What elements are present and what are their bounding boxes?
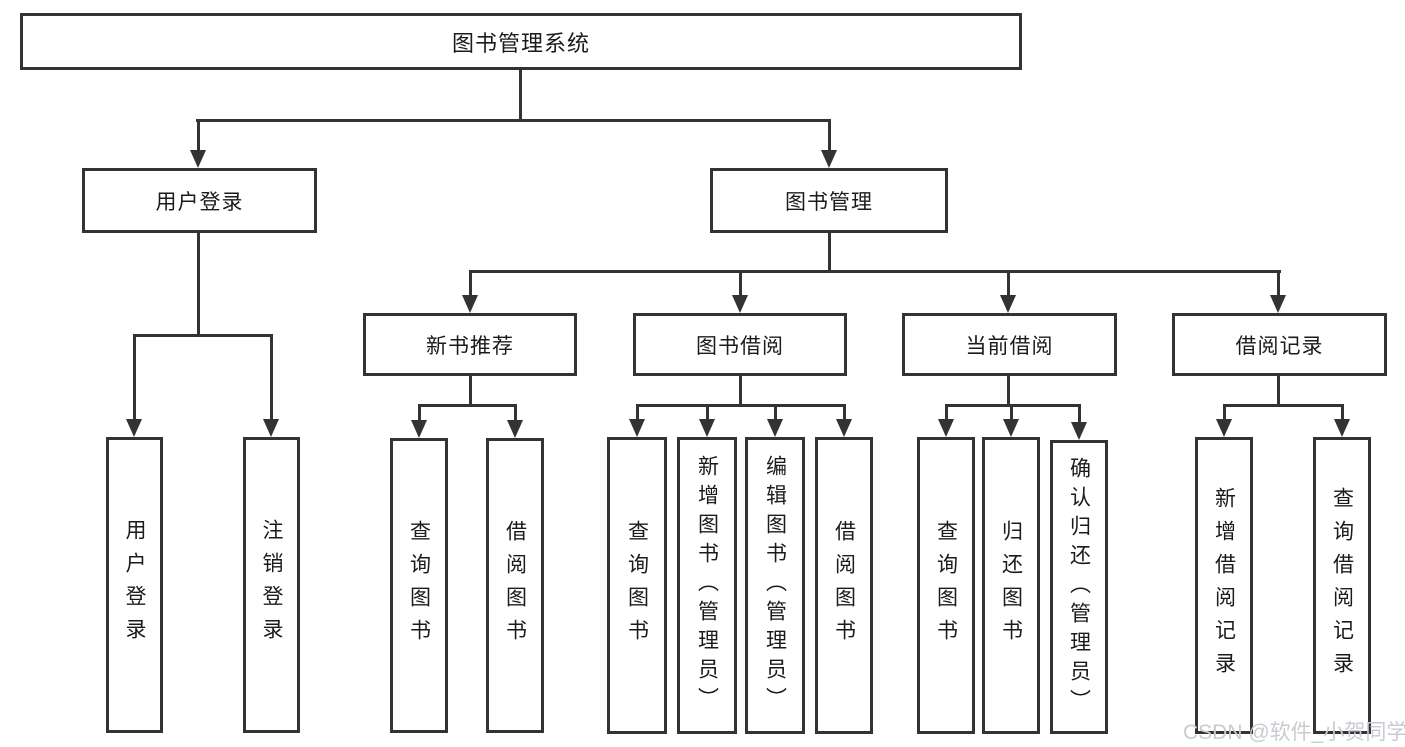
node-label: 查询图书 (934, 519, 958, 652)
connector-stem (739, 376, 742, 407)
arrow-down-icon (767, 419, 783, 437)
connector-arm (133, 334, 136, 422)
arrow-down-icon (1071, 422, 1087, 440)
connector-level2-rail (196, 119, 831, 122)
arrow-down-icon (411, 420, 427, 438)
node-label: 新书推荐 (426, 334, 514, 358)
connector-arm (1277, 270, 1280, 298)
arrow-down-icon (1334, 419, 1350, 437)
arrow-down-icon (462, 295, 478, 313)
arrow-down-icon (821, 150, 837, 168)
connector-arm (270, 334, 273, 422)
node-label: 当前借阅 (965, 334, 1054, 358)
connector-root-stem (519, 70, 522, 120)
arrow-down-icon (1270, 295, 1286, 313)
connector-arm (843, 404, 846, 422)
node-label: 编辑图书（管理员） (763, 455, 787, 716)
connector-stem (1277, 376, 1280, 407)
connector-stem (1007, 376, 1010, 407)
node-query-books-borrowing: 查询图书 (607, 437, 667, 734)
node-book-borrowing: 图书借阅 (633, 313, 847, 376)
arrow-down-icon (1000, 295, 1016, 313)
node-edit-books-admin: 编辑图书（管理员） (745, 437, 805, 734)
node-label: 确认归还（管理员） (1067, 456, 1091, 718)
node-add-books-admin: 新增图书（管理员） (677, 437, 737, 734)
connector-arm (774, 404, 777, 422)
arrow-down-icon (938, 419, 954, 437)
connector-rail (1223, 404, 1343, 407)
node-label: 新增借阅记录 (1212, 486, 1236, 685)
connector-arm (1007, 270, 1010, 298)
node-label: 借阅图书 (503, 519, 527, 652)
node-query-books-current: 查询图书 (917, 437, 975, 734)
node-user-login: 用户登录 (82, 168, 317, 233)
arrow-down-icon (126, 419, 142, 437)
node-label: 查询图书 (625, 519, 649, 652)
node-borrow-books-recommend: 借阅图书 (486, 438, 544, 733)
node-label: 注销登录 (260, 519, 283, 651)
connector-mgmt-stem (828, 233, 831, 273)
connector-stem (469, 376, 472, 407)
node-current-borrowing: 当前借阅 (902, 313, 1117, 376)
connector-arm (739, 270, 742, 298)
node-borrow-books-leaf: 借阅图书 (815, 437, 873, 734)
connector-arm (469, 270, 472, 298)
connector-arm (1223, 404, 1226, 422)
node-label: 新增图书（管理员） (695, 455, 719, 716)
node-label: 查询图书 (407, 519, 431, 652)
node-new-book-recommend: 新书推荐 (363, 313, 577, 376)
node-label: 借阅图书 (832, 519, 856, 652)
arrow-down-icon (699, 419, 715, 437)
connector-rail (636, 404, 845, 407)
watermark-text: CSDN @软件_小贺同学 (1183, 721, 1405, 744)
node-label: 借阅记录 (1235, 334, 1324, 358)
connector-arm (636, 404, 639, 422)
node-user-login-leaf: 用户登录 (106, 437, 163, 733)
node-label: 图书借阅 (696, 334, 784, 358)
connector-arm (1341, 404, 1344, 422)
connector-arm (1010, 404, 1013, 422)
arrow-down-icon (1216, 419, 1232, 437)
node-add-borrow-record: 新增借阅记录 (1195, 437, 1253, 734)
node-return-books: 归还图书 (982, 437, 1040, 734)
arrow-down-icon (732, 295, 748, 313)
connector-arm (945, 404, 948, 422)
node-book-management: 图书管理 (710, 168, 948, 233)
node-label: 用户登录 (155, 190, 244, 214)
arrow-down-icon (836, 419, 852, 437)
connector-arm (514, 404, 517, 422)
node-label: 用户登录 (123, 519, 146, 651)
connector-arm (1078, 404, 1081, 422)
node-book-management-system: 图书管理系统 (20, 13, 1022, 70)
connector-login-rail (133, 334, 273, 337)
arrow-down-icon (190, 150, 206, 168)
node-label: 查询借阅记录 (1330, 486, 1354, 685)
connector-mgmt-arm (828, 119, 831, 152)
connector-login-arm (197, 119, 200, 152)
connector-login-stem (197, 233, 200, 335)
arrow-down-icon (629, 419, 645, 437)
node-label: 图书管理 (785, 190, 873, 214)
node-query-books-recommend: 查询图书 (390, 438, 448, 733)
connector-rail (418, 404, 517, 407)
node-borrowing-records: 借阅记录 (1172, 313, 1387, 376)
node-label: 图书管理系统 (451, 30, 590, 56)
node-label: 归还图书 (999, 519, 1023, 652)
connector-level3-rail (469, 270, 1281, 273)
arrow-down-icon (507, 420, 523, 438)
connector-arm (418, 404, 421, 422)
connector-arm (706, 404, 709, 422)
arrow-down-icon (1003, 419, 1019, 437)
arrow-down-icon (263, 419, 279, 437)
node-query-borrow-record: 查询借阅记录 (1313, 437, 1371, 734)
node-confirm-return-admin: 确认归还（管理员） (1050, 440, 1108, 734)
node-logout-leaf: 注销登录 (243, 437, 300, 733)
